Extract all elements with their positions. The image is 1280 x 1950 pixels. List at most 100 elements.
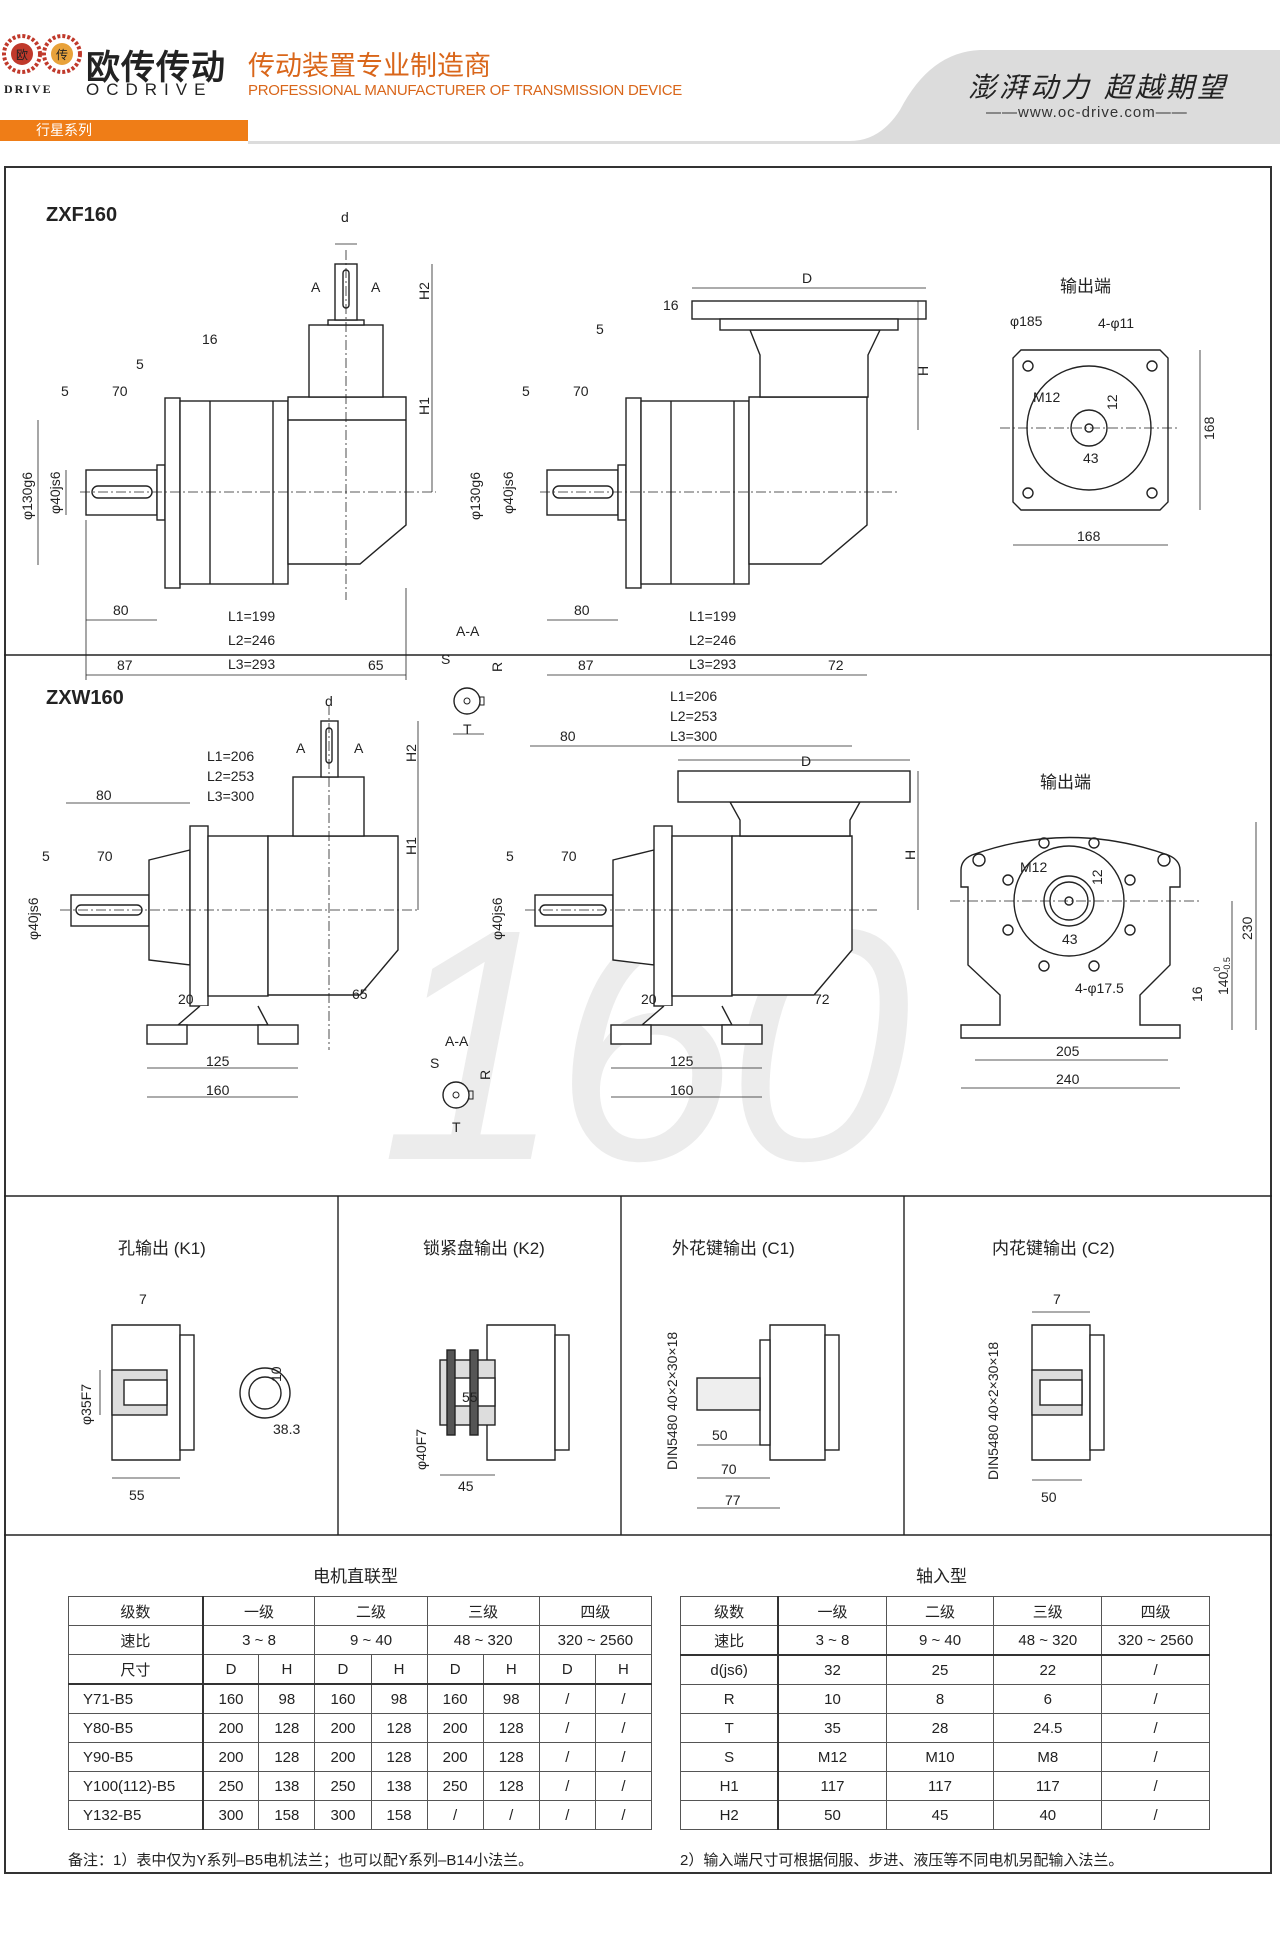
dim-phi40: φ40js6 xyxy=(489,897,505,940)
dim-holes: 4-φ17.5 xyxy=(1075,980,1124,996)
tolerance-upper: 0 xyxy=(1212,967,1222,972)
table-cell: 200 xyxy=(202,1713,260,1743)
dim-d: d xyxy=(341,209,349,225)
dim-5: 5 xyxy=(61,383,69,399)
header-cell: D xyxy=(426,1654,484,1685)
table-cell: 128 xyxy=(482,1713,540,1743)
header-cell: H xyxy=(258,1654,316,1685)
header-cell: D xyxy=(538,1654,596,1685)
table-cell: 8 xyxy=(885,1684,995,1714)
table-cell: / xyxy=(426,1800,484,1830)
dim-5: 5 xyxy=(596,321,604,337)
dim-l1: L1=199 xyxy=(228,608,275,624)
dim-l1: L1=199 xyxy=(689,608,736,624)
table-cell: 160 xyxy=(426,1683,484,1714)
option-k2: 锁紧盘输出 (K2) 55 φ40F7 45 xyxy=(413,1239,570,1494)
header-cell: 48 ~ 320 xyxy=(993,1625,1103,1656)
header-gray-band xyxy=(248,50,1280,144)
dim-s: S xyxy=(441,651,450,667)
zxw-front-dimensions: L1=206 L2=253 L3=300 80 D 5 70 H φ40js6 … xyxy=(489,688,918,1098)
table-cell: / xyxy=(594,1683,653,1714)
header-cell: 速比 xyxy=(680,1625,780,1656)
table-cell: 40 xyxy=(993,1800,1103,1830)
table-cell: / xyxy=(1101,1713,1210,1743)
dim-h1: H1 xyxy=(403,837,419,855)
motor-table-title: 电机直联型 xyxy=(313,1567,398,1586)
dim-12: 12 xyxy=(1104,394,1120,410)
table-cell: 32 xyxy=(777,1654,887,1685)
dim-20: 20 xyxy=(641,991,657,1007)
dim-50: 50 xyxy=(712,1427,728,1443)
row-label-cell: S xyxy=(680,1742,780,1772)
output-end-title: 输出端 xyxy=(1040,773,1091,792)
dim-7: 7 xyxy=(1053,1291,1061,1307)
zxw-side-view xyxy=(60,705,420,1098)
zxf-side-view xyxy=(37,243,436,680)
option-title: 孔输出 (K1) xyxy=(118,1239,206,1258)
dim-65: 65 xyxy=(368,657,384,673)
dim-l3: L3=293 xyxy=(689,656,736,672)
zxf-output-dimensions: 输出端 φ185 4-φ11 M12 12 43 168 168 xyxy=(1010,277,1217,544)
dim-55: 55 xyxy=(462,1389,478,1405)
table-cell: / xyxy=(1101,1684,1210,1714)
dim-77: 77 xyxy=(725,1492,741,1508)
dim-38-3: 38.3 xyxy=(273,1421,300,1437)
table-row: 级数 一级 二级 三级 四级 xyxy=(680,1596,1210,1626)
dim-240: 240 xyxy=(1056,1071,1080,1087)
header-cell: 尺寸 xyxy=(67,1654,204,1685)
table-cell: / xyxy=(538,1683,596,1714)
website: ——www.oc-drive.com—— xyxy=(986,104,1188,121)
dim-l1: L1=206 xyxy=(670,688,717,704)
section-title: A-A xyxy=(445,1033,469,1049)
table-cell: 117 xyxy=(993,1771,1103,1801)
table-row: 尺寸 D H D H D H D H xyxy=(67,1654,653,1685)
table-cell: 128 xyxy=(482,1742,540,1772)
zxw-output-end-view xyxy=(950,822,1257,1089)
table-cell: M12 xyxy=(777,1742,887,1772)
table-cell: / xyxy=(538,1713,596,1743)
dim-d: d xyxy=(325,693,333,709)
section-mark-a: A xyxy=(354,740,364,756)
header-cell: D xyxy=(314,1654,372,1685)
table-cell: 250 xyxy=(314,1771,372,1801)
dim-20: 20 xyxy=(178,991,194,1007)
zxf-front-view xyxy=(540,287,927,676)
page-header: 欧 传 DRIVE 欧传传动 OCDRIVE 传动装置专业制造商 PROFESS… xyxy=(0,0,1280,150)
dim-7: 7 xyxy=(139,1291,147,1307)
dim-m12: M12 xyxy=(1033,389,1060,405)
dim-H: H xyxy=(902,850,918,860)
zxw-section-aa: A-A S R T xyxy=(430,1033,493,1135)
dim-5: 5 xyxy=(42,848,50,864)
table-cell: / xyxy=(1101,1742,1210,1772)
series-tab: 行星系列 xyxy=(0,120,248,141)
note-2: 2）输入端尺寸可根据伺服、步进、液压等不同电机另配输入法兰。 xyxy=(680,1852,1124,1869)
table-cell: 50 xyxy=(777,1800,887,1830)
table-cell: M8 xyxy=(993,1742,1103,1772)
row-label-cell: Y71-B5 xyxy=(67,1683,204,1714)
dim-55: 55 xyxy=(129,1487,145,1503)
dim-72: 72 xyxy=(814,991,830,1007)
table-cell: 200 xyxy=(314,1713,372,1743)
table-cell: 300 xyxy=(202,1800,260,1830)
dim-168-width: 168 xyxy=(1077,528,1101,544)
spline-spec: DIN5480 40×2×30×18 xyxy=(664,1332,680,1470)
option-k1: 孔输出 (K1) 7 φ35F7 10 38.3 55 xyxy=(78,1239,300,1503)
output-end-title: 输出端 xyxy=(1060,277,1111,296)
table-cell: 6 xyxy=(993,1684,1103,1714)
row-label-cell: Y132-B5 xyxy=(67,1800,204,1830)
table-cell: 200 xyxy=(426,1713,484,1743)
dim-D: D xyxy=(801,753,811,769)
dim-phi40: φ40js6 xyxy=(25,897,41,940)
dim-140: 1400-0.5 xyxy=(1212,957,1232,995)
dim-80: 80 xyxy=(560,728,576,744)
dim-r: R xyxy=(489,662,505,672)
table-cell: 25 xyxy=(885,1654,995,1685)
